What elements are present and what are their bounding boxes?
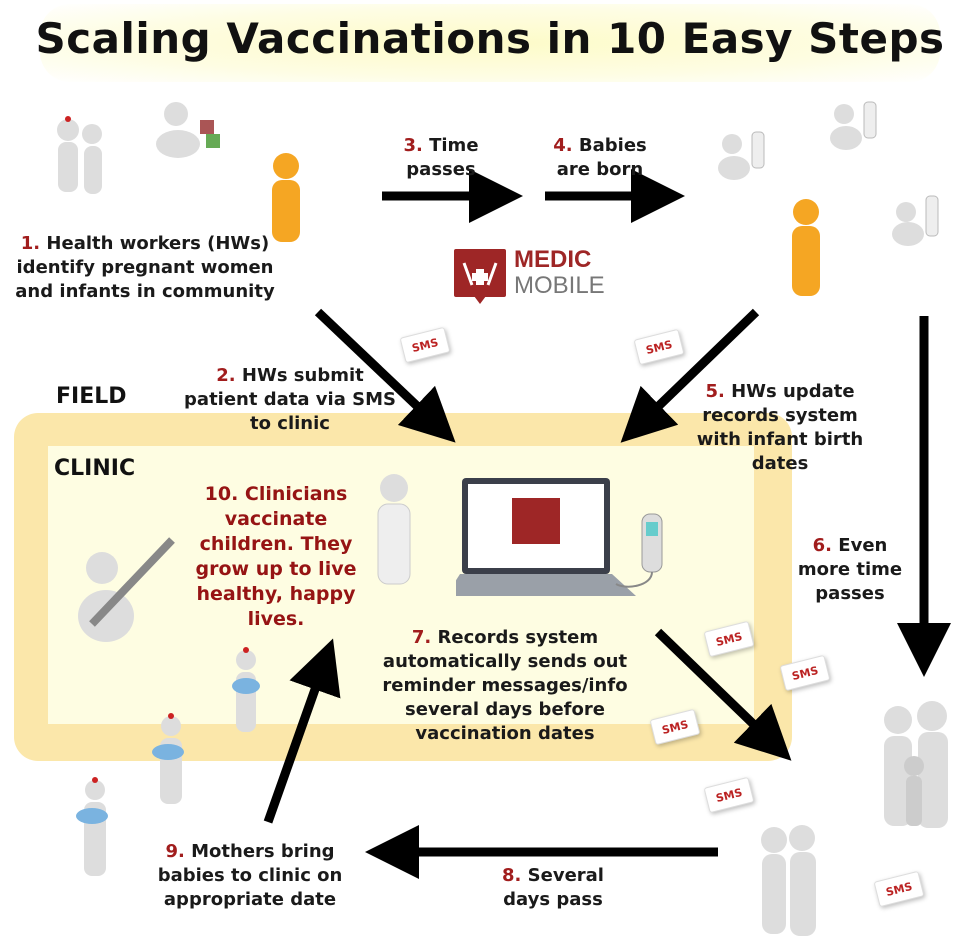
- field-label: FIELD: [56, 384, 127, 409]
- family-figure-icon: [761, 825, 816, 936]
- health-worker-figure-icon: [792, 199, 820, 296]
- step-2: 2. HWs submit patient data via SMS to cl…: [184, 365, 396, 434]
- logo-line2: MOBILE: [514, 272, 605, 299]
- step-1: 1. Health workers (HWs) identify pregnan…: [15, 233, 275, 302]
- title-band: [40, 4, 940, 82]
- mother-figure-icon: [57, 116, 102, 194]
- baby-with-blocks-icon: [156, 102, 220, 158]
- page-title: Scaling Vaccinations in 10 Easy Steps: [35, 14, 945, 63]
- arrow-step7: [654, 628, 792, 761]
- clinician-with-syringe-icon: [78, 537, 175, 642]
- step-3: 3. Time passes: [403, 135, 479, 180]
- step-8: 8. Several days pass: [502, 865, 604, 910]
- baby-bottle-icon: [892, 195, 939, 246]
- baby-bottle-icon: [718, 131, 765, 180]
- logo-line1: MEDIC: [514, 246, 592, 273]
- medic-mobile-logo: MEDIC MOBILE: [454, 246, 605, 304]
- health-worker-figure-icon: [272, 153, 300, 242]
- step-7: 7. Records system automatically sends ou…: [382, 627, 628, 744]
- mother-with-baby-icon: [152, 713, 184, 804]
- step-10: 10. Clinicians vaccinate children. They …: [195, 483, 357, 630]
- arrow-step2: [314, 308, 456, 443]
- medic-mobile-mark-icon: [454, 249, 506, 304]
- clinic-label: CLINIC: [54, 456, 136, 481]
- arrow-step9: [263, 638, 341, 824]
- step-6: 6. Even more time passes: [797, 535, 903, 604]
- step-4: 4. Babies are born: [553, 135, 647, 180]
- laptop-records-system-icon: [456, 478, 663, 596]
- mother-with-baby-icon: [232, 647, 260, 732]
- mother-with-baby-icon: [76, 777, 108, 876]
- arrow-step5: [620, 308, 760, 443]
- baby-bottle-icon: [830, 101, 877, 150]
- step-5: 5. HWs update records system with infant…: [696, 381, 864, 474]
- step-9: 9. Mothers bring babies to clinic on app…: [157, 841, 343, 910]
- doctor-figure-icon: [377, 474, 411, 585]
- family-figure-icon: [884, 701, 948, 828]
